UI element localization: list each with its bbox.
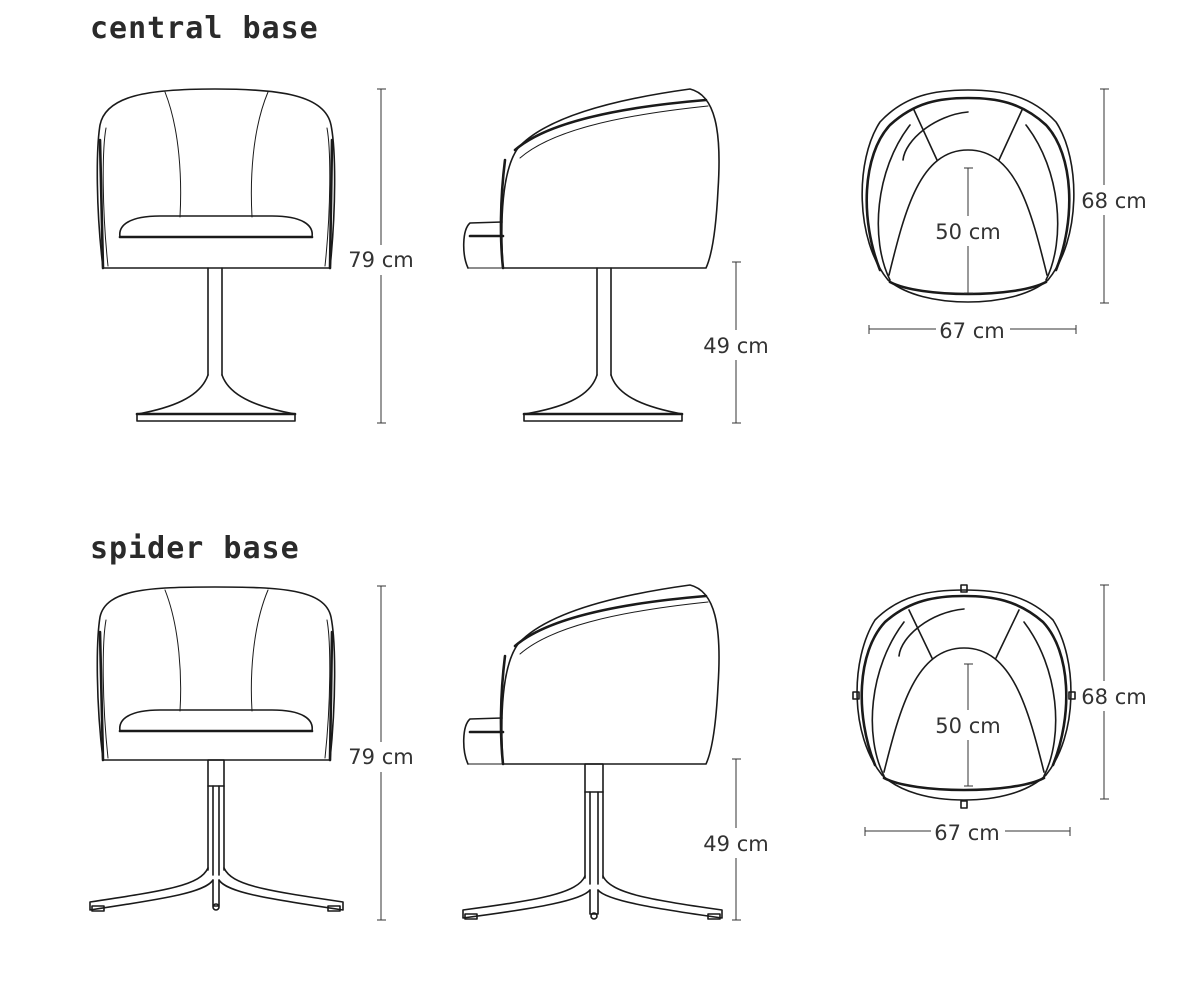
- spider-side-view: [462, 584, 723, 920]
- central-seat-height-label: 49 cm: [703, 334, 768, 358]
- spider-width-label: 67 cm: [934, 821, 999, 845]
- central-top-width-dim: 67 cm: [868, 316, 1077, 344]
- spider-seat-height-dim: 49 cm: [700, 758, 774, 921]
- spider-front-view: [89, 586, 344, 912]
- central-inner-depth-label: 50 cm: [935, 220, 1000, 244]
- central-top-view: [861, 89, 1075, 303]
- spider-front-height-dim: 79 cm: [348, 585, 416, 921]
- central-width-label: 67 cm: [939, 319, 1004, 343]
- spider-total-height-label: 79 cm: [348, 745, 413, 769]
- spider-top-inner-depth-dim: 50 cm: [932, 663, 1004, 787]
- central-top-depth-dim: 68 cm: [1080, 88, 1152, 304]
- central-depth-label: 68 cm: [1081, 189, 1146, 213]
- central-front-view: [96, 88, 336, 422]
- spider-top-depth-dim: 68 cm: [1080, 584, 1152, 800]
- spider-top-view: [852, 584, 1076, 809]
- central-top-inner-depth-dim: 50 cm: [932, 167, 1004, 294]
- spider-depth-label: 68 cm: [1081, 685, 1146, 709]
- central-front-height-dim: 79 cm: [348, 88, 416, 424]
- central-seat-height-dim: 49 cm: [700, 261, 774, 424]
- section-title-spider-base: spider base: [90, 531, 300, 566]
- central-total-height-label: 79 cm: [348, 248, 413, 272]
- central-side-view: [462, 88, 720, 422]
- spider-top-width-dim: 67 cm: [864, 818, 1071, 846]
- spider-seat-height-label: 49 cm: [703, 832, 768, 856]
- spider-inner-depth-label: 50 cm: [935, 714, 1000, 738]
- section-title-central-base: central base: [90, 11, 319, 46]
